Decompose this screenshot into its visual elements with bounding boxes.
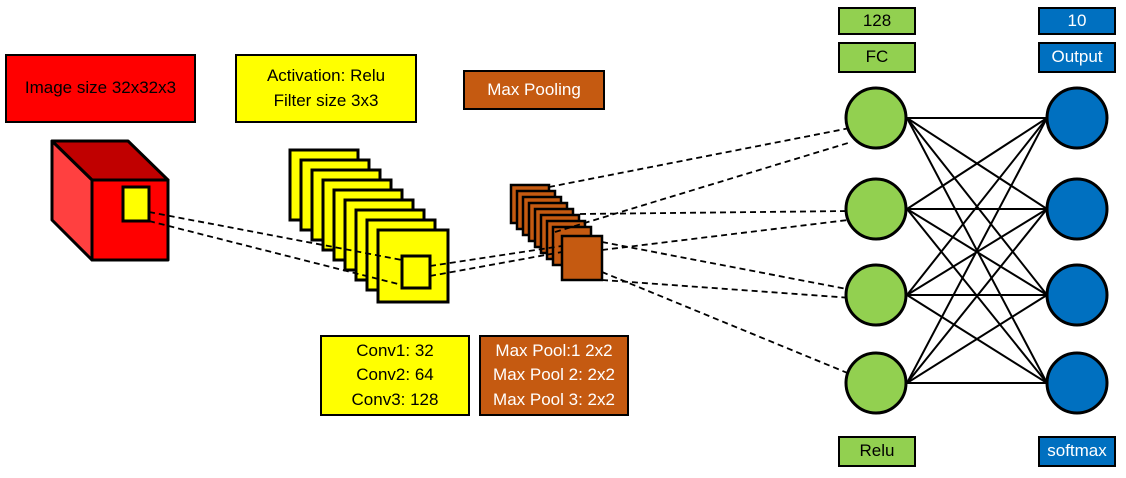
max-pooling-text: Max Pooling — [487, 79, 581, 99]
conv-filter-window — [400, 254, 432, 290]
filter-size-text: Filter size 3x3 — [273, 90, 379, 110]
dashed-line — [148, 220, 403, 286]
conv1-text: Conv1: 32 — [356, 340, 434, 360]
output-text: Output — [1051, 47, 1103, 67]
pooling-maps — [509, 183, 604, 282]
output-count-label: 10 — [1038, 7, 1116, 35]
output-neuron — [1045, 177, 1109, 241]
relu-text: Relu — [859, 441, 895, 461]
softmax-label: softmax — [1038, 436, 1116, 467]
image-size-label: Image size 32x32x3 — [5, 54, 196, 123]
maxpool2-text: Max Pool 2: 2x2 — [493, 365, 615, 385]
fc-text: FC — [865, 47, 889, 67]
fc-neuron — [844, 86, 908, 150]
dashed-line — [429, 245, 563, 267]
fc-neuron — [844, 351, 908, 415]
input-image-cube — [50, 139, 170, 262]
fc-label: FC — [838, 42, 916, 73]
fc-edge — [906, 208, 1048, 384]
output-neuron — [1045, 86, 1109, 150]
dashed-line — [579, 210, 851, 215]
maxpool-layers-label: Max Pool:1 2x2 Max Pool 2: 2x2 Max Pool … — [479, 335, 629, 416]
conv3-text: Conv3: 128 — [351, 389, 439, 409]
dashed-connections — [148, 127, 853, 375]
dashed-line — [601, 279, 853, 299]
input-filter-window — [121, 185, 151, 223]
softmax-text: softmax — [1047, 441, 1107, 461]
fc-edge — [906, 117, 1048, 384]
fc-count-text: 128 — [862, 10, 892, 30]
fc-edge — [906, 117, 1048, 210]
output-neurons — [1045, 86, 1109, 415]
activation-text: Activation: Relu — [266, 65, 386, 85]
fc-count-label: 128 — [838, 7, 916, 35]
dashed-line — [554, 142, 849, 233]
dashed-line — [429, 251, 563, 277]
activation-filter-label: Activation: Relu Filter size 3x3 — [235, 54, 417, 123]
max-pooling-label: Max Pooling — [463, 70, 605, 110]
image-size-text: Image size 32x32x3 — [24, 78, 177, 98]
dashed-line — [548, 127, 851, 188]
dashed-line — [148, 211, 403, 261]
dashed-line — [601, 271, 851, 375]
fc-edge — [906, 117, 1048, 296]
maxpool1-text: Max Pool:1 2x2 — [495, 340, 613, 360]
output-count-text: 10 — [1067, 10, 1087, 30]
relu-label: Relu — [838, 436, 916, 467]
fc-neurons — [844, 86, 908, 415]
output-neuron — [1045, 263, 1109, 327]
pool-map-front — [560, 234, 604, 282]
maxpool3-text: Max Pool 3: 2x2 — [493, 389, 615, 409]
fc-connections — [906, 117, 1048, 384]
dashed-line — [601, 219, 849, 251]
conv2-text: Conv2: 64 — [356, 365, 434, 385]
conv-layers-label: Conv1: 32 Conv2: 64 Conv3: 128 — [320, 335, 470, 416]
output-neuron — [1045, 351, 1109, 415]
fc-neuron — [844, 263, 908, 327]
dashed-line — [601, 241, 853, 291]
fc-neuron — [844, 177, 908, 241]
output-label: Output — [1038, 42, 1116, 73]
fc-edge — [906, 294, 1048, 384]
